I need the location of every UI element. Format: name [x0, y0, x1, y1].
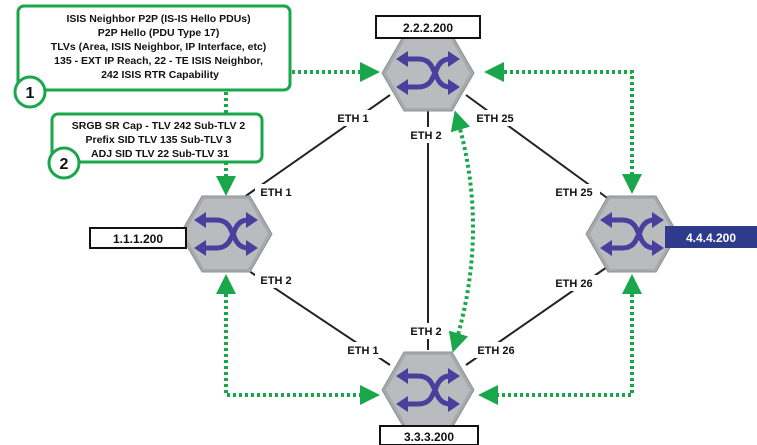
arrow-r4-to-r3: [478, 274, 642, 405]
arrow-r1-to-r3: [216, 274, 380, 405]
router-r2[interactable]: [381, 34, 475, 112]
callout-1-line-5: 242 ISIS RTR Capability: [101, 69, 219, 81]
router-id-r2: 2.2.2.200: [403, 21, 453, 35]
router-id-label-r4: 4.4.4.200: [665, 226, 757, 248]
callout-2-line-1: SRGB SR Cap - TLV 242 Sub-TLV 2: [72, 120, 246, 132]
router-id-r3: 3.3.3.200: [404, 430, 454, 444]
router-id-label-r1: 1.1.1.200: [89, 227, 187, 249]
interface-labels: ETH 1 ETH 2 ETH 25 ETH 1 ETH 2 ETH 1 ETH…: [255, 110, 600, 358]
if-r4-eth26: ETH 26: [555, 278, 592, 290]
router-r3[interactable]: [381, 351, 475, 429]
if-r3-eth2: ETH 2: [410, 326, 441, 338]
callout-2-number: 2: [60, 156, 69, 173]
router-id-r1: 1.1.1.200: [113, 232, 163, 246]
callout-2: SRGB SR Cap - TLV 242 Sub-TLV 2 Prefix S…: [47, 112, 264, 180]
router-id-r4: 4.4.4.200: [686, 231, 736, 245]
callout-1-text: ISIS Neighbor P2P (IS-IS Hello PDUs) P2P…: [51, 13, 269, 81]
callout-1-line-1: ISIS Neighbor P2P (IS-IS Hello PDUs): [66, 13, 250, 25]
callout-2-number-badge: [47, 146, 81, 180]
if-r1-eth1: ETH 1: [260, 187, 291, 199]
if-r3-eth26: ETH 26: [477, 345, 514, 357]
if-r1-eth2: ETH 2: [260, 275, 291, 287]
router-r4[interactable]: [585, 195, 679, 273]
callout-1-line-4: 135 - EXT IP Reach, 22 - TE ISIS Neighbo…: [54, 55, 263, 67]
callout-2-line-3: ADJ SID TLV 22 Sub-TLV 31: [91, 148, 229, 160]
if-r4-eth25: ETH 25: [555, 187, 592, 199]
callout-1-number-badge: [13, 75, 47, 109]
hello-arrows: [216, 62, 642, 405]
callout-2-text: SRGB SR Cap - TLV 242 Sub-TLV 2 Prefix S…: [72, 120, 248, 160]
if-r3-eth1: ETH 1: [347, 345, 378, 357]
if-r2-eth1: ETH 1: [337, 113, 368, 125]
callout-1-line-2: P2P Hello (PDU Type 17): [98, 27, 220, 39]
callout-2-line-2: Prefix SID TLV 135 Sub-TLV 3: [86, 134, 232, 146]
router-id-label-r2: 2.2.2.200: [375, 15, 481, 39]
if-r2-eth25: ETH 25: [476, 113, 513, 125]
callout-1-number: 1: [26, 85, 35, 102]
if-r2-eth2: ETH 2: [410, 130, 441, 142]
arrow-r2-r3-curve: [448, 110, 475, 353]
callout-1-line-3: TLVs (Area, ISIS Neighbor, IP Interface,…: [51, 41, 267, 53]
router-r1[interactable]: [179, 195, 273, 273]
callout-1: ISIS Neighbor P2P (IS-IS Hello PDUs) P2P…: [13, 4, 292, 109]
router-id-label-r3: 3.3.3.200: [379, 425, 479, 445]
arrow-r2-to-r4: [484, 62, 642, 194]
